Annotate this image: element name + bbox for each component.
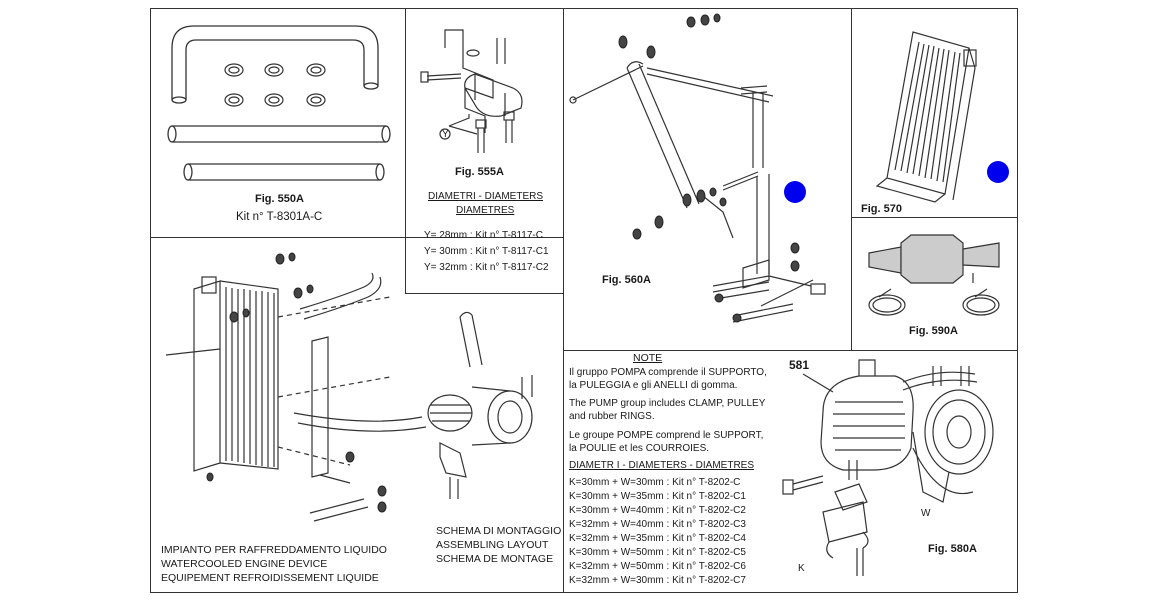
note-kit-row-2: K=30mm + W=35mm : Kit n° T-8202-C1 <box>569 491 746 502</box>
fig-555a-callout-y: Y <box>442 129 449 140</box>
fig-580a-callout-w: W <box>921 508 931 519</box>
note-line-1: Il gruppo POMPA comprende il SUPPORTO, <box>569 367 767 378</box>
fig-555a-row-2: Y= 30mm : Kit n° T-8117-C1 <box>424 246 549 257</box>
fig-555a-diam-header-2: DIAMETRES <box>456 205 515 216</box>
fig-560a-title: Fig. 560A <box>602 274 651 286</box>
schema-line-1: SCHEMA DI MONTAGGIO <box>436 525 562 537</box>
water-pump-drawing <box>782 359 994 576</box>
blue-marker-fig-560a <box>784 181 806 203</box>
fig-570-title: Fig. 570 <box>861 203 902 215</box>
panel-fig-580a <box>563 350 1018 593</box>
note-kit-row-3: K=30mm + W=40mm : Kit n° T-8202-C2 <box>569 505 746 516</box>
fig-580a-title: Fig. 580A <box>928 543 977 555</box>
note-line-2: la PULEGGIA e gli ANELLI di gomma. <box>569 380 738 391</box>
fig-550a-title: Fig. 550A <box>255 193 304 205</box>
note-line-5: Le groupe POMPE comprend le SUPPORT, <box>569 430 764 441</box>
fig-550a-kit: Kit n° T-8301A-C <box>236 211 323 223</box>
schema-line-3: SCHEMA DE MONTAGE <box>436 553 554 565</box>
radiator-drawing <box>875 31 977 203</box>
fig-555a-title: Fig. 555A <box>455 166 504 178</box>
bracket-clamp-drawing <box>420 29 523 153</box>
note-kit-row-5: K=32mm + W=35mm : Kit n° T-8202-C4 <box>569 533 746 544</box>
schema-line-2: ASSEMBLING LAYOUT <box>436 539 549 551</box>
main-caption-line-2: WATERCOOLED ENGINE DEVICE <box>161 558 328 570</box>
note-kit-row-1: K=30mm + W=30mm : Kit n° T-8202-C <box>569 477 741 488</box>
note-kit-row-4: K=32mm + W=40mm : Kit n° T-8202-C3 <box>569 519 746 530</box>
fig-580a-callout-k: K <box>798 563 805 574</box>
hose-kit-drawing <box>167 25 391 181</box>
fig-590a-title: Fig. 590A <box>909 325 958 337</box>
fig-555a-diam-header-1: DIAMETRI - DIAMETERS <box>428 191 544 202</box>
cooling-system-assembly-drawing <box>165 252 533 522</box>
fig-555a-row-3: Y= 32mm : Kit n° T-8117-C2 <box>424 262 549 273</box>
note-heading: NOTE <box>633 352 663 364</box>
main-caption-line-3: EQUIPEMENT REFROIDISSEMENT LIQUIDE <box>161 572 379 584</box>
note-kit-row-8: K=32mm + W=30mm : Kit n° T-8202-C7 <box>569 575 746 586</box>
note-line-3: The PUMP group includes CLAMP, PULLEY <box>569 398 766 409</box>
part-581-label: 581 <box>789 358 810 372</box>
note-diameters-header: DIAMETR I - DIAMETERS - DIAMETRES <box>569 460 755 471</box>
blue-marker-fig-570 <box>987 161 1009 183</box>
main-caption-line-1: IMPIANTO PER RAFFREDDAMENTO LIQUIDO <box>161 544 387 556</box>
note-line-4: and rubber RINGS. <box>569 411 655 422</box>
note-line-6: la POULIE et les COURROIES. <box>569 443 710 454</box>
pump-bracket-drawing <box>569 13 826 323</box>
note-kit-row-7: K=32mm + W=50mm : Kit n° T-8202-C6 <box>569 561 746 572</box>
fig-555a-row-1: Y= 28mm : Kit n° T-8117-C <box>424 230 543 241</box>
note-kit-row-6: K=30mm + W=50mm : Kit n° T-8202-C5 <box>569 547 746 558</box>
thermostat-valve-drawing <box>868 234 1000 316</box>
